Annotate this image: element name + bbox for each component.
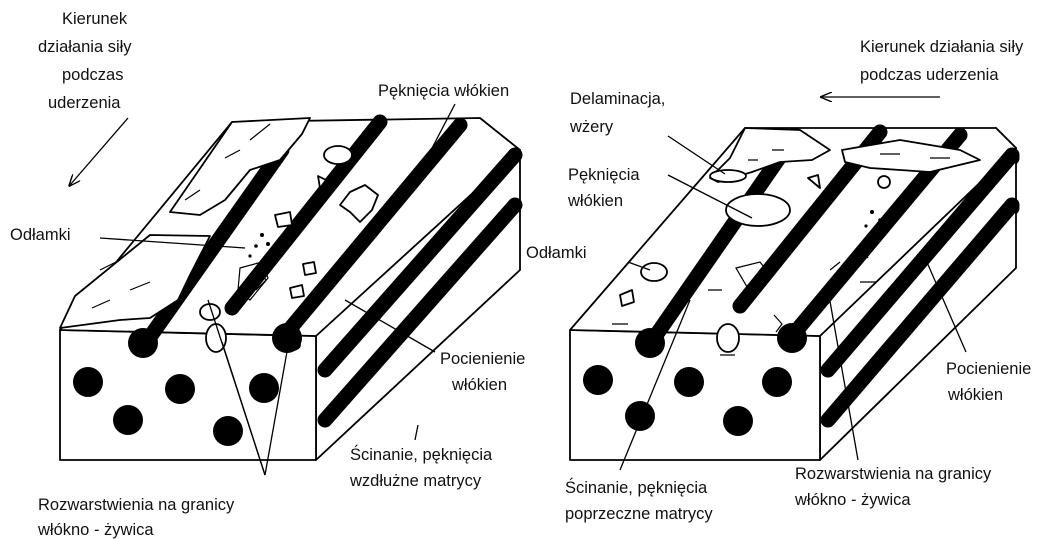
left-fragment-3 — [275, 212, 292, 227]
left-delamination-label: Rozwarstwienia na granicy włókno - żywic… — [37, 496, 239, 539]
right-pit-small — [710, 170, 746, 182]
right-fiber-cracks-label: Pęknięcia włókien — [567, 166, 644, 210]
left-fragment-1 — [324, 146, 352, 164]
left-fiber-thinning-label: Pocienienie włókien — [440, 350, 530, 394]
right-fiber-thinning-label: Pocienienie włókien — [946, 360, 1036, 404]
left-debris-label: Odłamki — [10, 226, 71, 244]
right-debris-4 — [878, 176, 890, 188]
right-force-label: Kierunek działania siły podczas uderzeni… — [860, 38, 1028, 84]
left-laminate-block — [60, 118, 520, 460]
right-debris-1 — [641, 263, 667, 281]
left-fragment-5 — [303, 262, 316, 275]
right-delam-pits-pointer — [668, 136, 725, 174]
right-delamination-label: Rozwarstwienia na granicy włókno - żywic… — [794, 465, 996, 509]
right-delamination-pits-label: Delaminacja, wżery — [569, 90, 670, 136]
left-force-label: Kierunek działania siły podczas uderzeni… — [38, 10, 136, 112]
right-debris-label: Odłamki — [526, 244, 587, 262]
left-shear-pointer — [415, 425, 418, 440]
right-hole — [717, 324, 739, 352]
left-fiber-cracks-label: Pęknięcia włókien — [378, 82, 509, 100]
left-shear-label: Ścinanie, pęknięcia wzdłużne matrycy — [349, 445, 497, 490]
left-force-arrow — [70, 118, 128, 185]
right-shear-label: Ścinanie, pęknięcia poprzeczne matrycy — [565, 478, 713, 523]
left-fragment-4 — [290, 285, 304, 298]
